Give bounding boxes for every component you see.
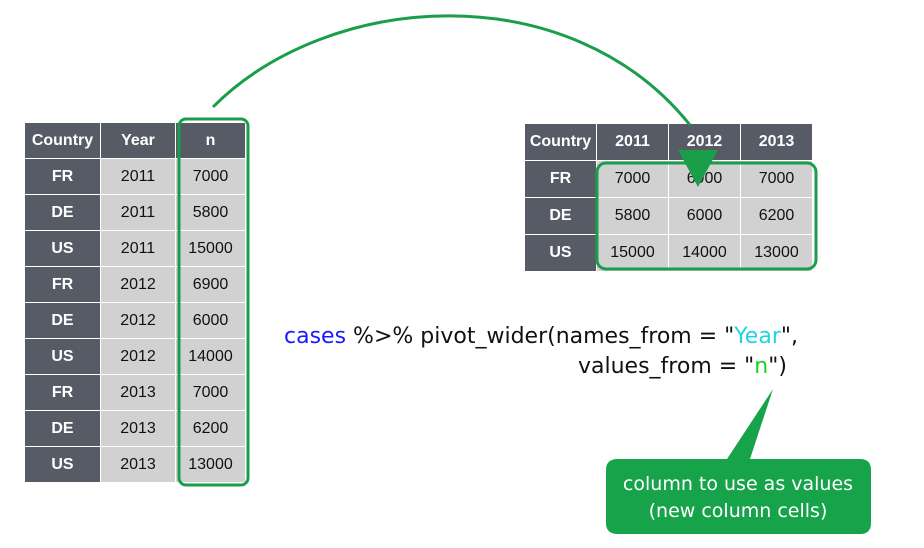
wide-table-value-cell: 6000 (668, 197, 741, 235)
long-table-value-cell: 2013 (100, 446, 176, 483)
header-n: n (175, 122, 246, 159)
long-table-value-cell: 2013 (100, 374, 176, 411)
wide-table-value-cell: 7000 (740, 160, 813, 198)
transfer-arrow (211, 14, 692, 126)
callout-line-1: column to use as values (622, 473, 854, 495)
country-cell: FR (24, 374, 101, 411)
code-object: cases (284, 324, 347, 349)
country-cell: US (524, 234, 597, 272)
country-cell: US (24, 446, 101, 483)
header-2011: 2011 (596, 123, 669, 161)
code-line2-start: values_from = " (578, 354, 755, 379)
wide-table-value-cell: 15000 (596, 234, 669, 272)
long-table-value-cell: 5800 (175, 194, 246, 231)
country-cell: US (24, 338, 101, 375)
wide-table-value-cell: 14000 (668, 234, 741, 272)
country-cell: DE (524, 197, 597, 235)
wide-table-value-cell: 5800 (596, 197, 669, 235)
code-line1-end: ", (780, 324, 798, 349)
long-table-value-cell: 7000 (175, 158, 246, 195)
code-values-value: n (754, 354, 769, 379)
callout-line-2: (new column cells) (648, 500, 828, 522)
header-year: Year (100, 122, 176, 159)
header-country: Country (24, 122, 101, 159)
wide-table-header-row: Country 2011 2012 2013 (524, 123, 813, 161)
country-cell: US (24, 230, 101, 267)
long-table-value-cell: 14000 (175, 338, 246, 375)
code-line2-end: ") (768, 354, 787, 379)
long-table-value-cell: 6200 (175, 410, 246, 447)
wide-table-value-cell: 13000 (740, 234, 813, 272)
wide-table-value-cell: 7000 (596, 160, 669, 198)
country-cell: FR (24, 158, 101, 195)
long-table-value-cell: 2011 (100, 230, 176, 267)
wide-table-value-cell: 6200 (740, 197, 813, 235)
wide-table-value-cell: 6900 (668, 160, 741, 198)
code-names-value: Year (734, 324, 781, 349)
long-table-value-cell: 2012 (100, 302, 176, 339)
long-table-value-cell: 13000 (175, 446, 246, 483)
country-cell: FR (24, 266, 101, 303)
header-2012: 2012 (668, 123, 741, 161)
long-table-value-cell: 2012 (100, 338, 176, 375)
long-table-value-cell: 15000 (175, 230, 246, 267)
long-table-header-row: Country Year n (24, 122, 246, 159)
code-pipe-call: %>% pivot_wider(names_from = " (346, 324, 735, 349)
long-table-value-cell: 2013 (100, 410, 176, 447)
country-cell: DE (24, 302, 101, 339)
country-cell: DE (24, 410, 101, 447)
header-country: Country (524, 123, 597, 161)
header-2013: 2013 (740, 123, 813, 161)
long-table-value-cell: 6000 (175, 302, 246, 339)
long-table-value-cell: 6900 (175, 266, 246, 303)
code-line-2: values_from = "n") (578, 352, 787, 382)
country-cell: FR (524, 160, 597, 198)
country-cell: DE (24, 194, 101, 231)
long-table-value-cell: 2011 (100, 194, 176, 231)
code-line-1: cases %>% pivot_wider(names_from = "Year… (284, 322, 798, 352)
callout-text: column to use as values (new column cell… (606, 463, 870, 533)
long-table-value-cell: 2011 (100, 158, 176, 195)
long-table-value-cell: 7000 (175, 374, 246, 411)
long-table-value-cell: 2012 (100, 266, 176, 303)
